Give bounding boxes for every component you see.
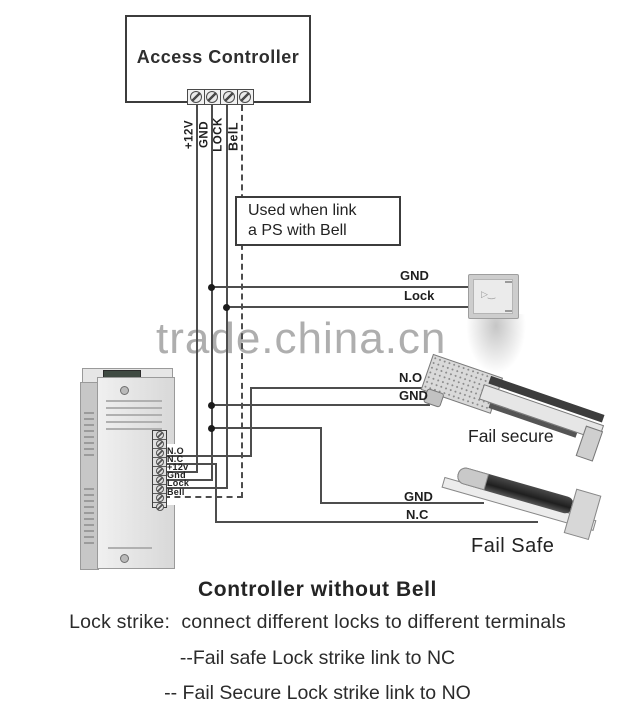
device-shadow — [466, 314, 526, 374]
screw-icon — [155, 485, 164, 493]
terminal-bell — [236, 89, 254, 105]
screw-icon — [155, 467, 164, 475]
junction-dot-gnd-ps — [208, 284, 215, 291]
wire-lock-vertical — [226, 105, 228, 489]
note-line1: Used when link — [248, 202, 357, 219]
psu-bottom-text — [108, 547, 152, 549]
failsecure-no-label: N.O — [399, 370, 423, 385]
terminal-label-bell: BelL — [226, 121, 241, 152]
screw-icon — [239, 91, 252, 103]
screw-icon — [155, 458, 164, 466]
screw-icon — [155, 503, 164, 511]
screw-icon — [222, 91, 235, 103]
junction-dot-gnd-failsafe — [208, 425, 215, 432]
wire-psu-no-row — [164, 455, 252, 457]
psu-label-cutout — [163, 444, 208, 505]
bell-ps-faceplate — [473, 279, 513, 314]
psu-screw-bottom — [120, 554, 129, 563]
junction-dot-lock-ps — [223, 304, 230, 311]
footer-line1: Lock strike: connect different locks to … — [69, 611, 566, 633]
wire-failsecure-no — [250, 387, 424, 389]
terminal-gnd — [203, 89, 221, 105]
psu-label-nc: N.C — [167, 454, 184, 464]
screw-icon — [155, 431, 164, 439]
screw-icon — [155, 476, 164, 484]
screw-icon — [155, 449, 164, 457]
wire-failsafe-gnd-a — [211, 427, 322, 429]
bell-ps-mark — [505, 310, 512, 312]
screw-icon — [206, 91, 219, 103]
bell-ps-mark — [505, 281, 512, 283]
footer-line2: --Fail safe Lock strike link to NC — [179, 647, 456, 669]
wire-psu-12v-row — [164, 471, 198, 473]
psu-strip-cell — [153, 431, 166, 440]
wire-ps-gnd — [211, 286, 469, 288]
psu-label-gnd: Gnd — [167, 470, 186, 480]
failsafe-caption: Fail Safe — [471, 535, 555, 557]
failsafe-nc-label: N.C — [406, 507, 429, 522]
psu-label-12v: +12v — [167, 462, 189, 472]
note-line2: a PS with Bell — [248, 222, 347, 239]
wire-no-riser — [250, 387, 252, 457]
footer-title: Controller without Bell — [198, 578, 437, 601]
wire-bell-vertical-dashed — [241, 105, 243, 498]
wire-failsecure-gnd — [211, 404, 430, 406]
terminal-12v — [187, 89, 205, 105]
psu-screw-top — [120, 386, 129, 395]
psu-strip-cell — [153, 503, 166, 511]
terminal-label-gnd: GND — [198, 120, 211, 149]
psu-strip-cell — [153, 449, 166, 458]
psu-strip-cell — [153, 458, 166, 467]
psu-label-text — [106, 396, 162, 430]
psu-strip-cell — [153, 485, 166, 494]
psu-label-no: N.O — [167, 446, 184, 456]
psu-label-bell: Bell — [167, 487, 185, 497]
screw-icon — [155, 494, 164, 502]
psu-vents — [84, 488, 94, 544]
wire-gnd-vertical — [211, 105, 213, 481]
psu-strip-cell — [153, 440, 166, 449]
access-controller-title: Access Controller — [136, 47, 300, 67]
wire-failsafe-nc — [215, 521, 538, 523]
wire-12v-vertical — [196, 105, 198, 472]
ps-gnd-label: GND — [400, 268, 429, 283]
wire-psu-nc-row — [164, 463, 217, 465]
footer-line3: -- Fail Secure Lock strike link to NO — [164, 682, 471, 704]
psu-strip-cell — [153, 476, 166, 485]
terminal-label-lock: LOCK — [212, 117, 225, 152]
wire-ps-lock — [226, 306, 469, 308]
psu-strip-cell — [153, 494, 166, 503]
screw-icon — [189, 91, 202, 103]
terminal-label-12v: +12V — [183, 119, 196, 150]
bell-ps-device: ▷‿ — [468, 274, 519, 319]
wire-failsafe-gnd-b — [320, 427, 322, 504]
wire-psu-bell-row-dashed — [164, 496, 243, 498]
wire-psu-lock-row — [164, 487, 228, 489]
failsafe-gnd-label: GND — [404, 489, 433, 504]
wire-nc-drop — [215, 463, 217, 523]
failsecure-caption: Fail secure — [468, 426, 554, 446]
screw-icon — [155, 440, 164, 448]
failsecure-gnd-label: GND — [399, 388, 428, 403]
terminal-lock — [220, 89, 238, 105]
note-box: Used when link a PS with Bell — [235, 196, 401, 246]
access-controller-box: Access Controller — [125, 15, 311, 103]
psu-strip-cell — [153, 467, 166, 476]
wire-failsafe-gnd-c — [320, 502, 484, 504]
watermark-text: trade.china.cn — [156, 314, 447, 363]
psu-label-lock: Lock — [167, 478, 190, 488]
junction-dot-gnd-failsecure — [208, 402, 215, 409]
wire-psu-gnd-row — [164, 479, 213, 481]
controller-terminal-block — [187, 89, 254, 105]
bell-ps-icon: ▷‿ — [481, 289, 496, 299]
psu-terminal-strip — [152, 430, 167, 511]
psu-vents — [84, 408, 94, 456]
ps-lock-label: Lock — [404, 288, 435, 303]
